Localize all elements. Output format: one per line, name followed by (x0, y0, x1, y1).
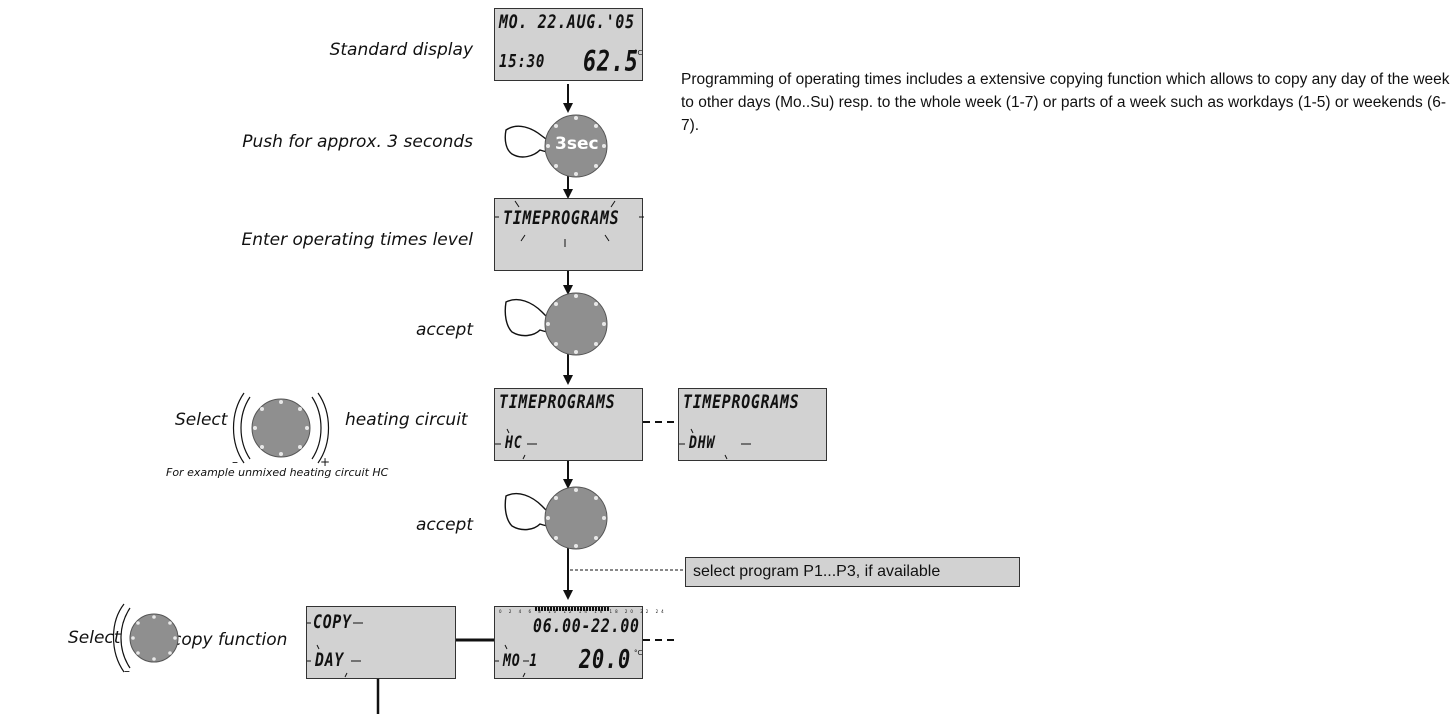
lcd-hc-line1: TIMEPROGRAMS (499, 391, 616, 413)
lcd-standard-display: MO. 22.AUG.'05 15:30 62.5 °C (494, 8, 643, 81)
lcd-program-times: 06.00-22.00 (533, 615, 640, 637)
knob-body (129, 613, 179, 663)
description-paragraph: Programming of operating times includes … (681, 71, 1450, 134)
rotary-knob-1: – + (228, 385, 338, 475)
blink-marks (495, 428, 537, 460)
knob-body (544, 292, 608, 356)
lcd-time-bar (535, 607, 610, 611)
accept-knob-1 (500, 290, 630, 364)
knob-body (544, 114, 608, 178)
lcd-timeprograms-hc: TIMEPROGRAMS HC (494, 388, 643, 461)
label-select-2: Select (68, 628, 121, 648)
lcd-date: MO. 22.AUG.'05 (499, 11, 635, 33)
label-copy-function: copy function (172, 630, 288, 650)
lcd-program-unit: °C (634, 649, 643, 657)
knob-3sec-text: 3sec (555, 134, 599, 154)
lcd-hc-line2: HC (505, 433, 523, 453)
lcd-copy-day: COPY DAY (306, 606, 456, 679)
minus-sign: – (232, 455, 238, 469)
program-select-note: select program P1...P3, if available (685, 557, 1020, 587)
lcd-timeprograms: TIMEPROGRAMS (494, 198, 644, 271)
lcd-dhw-line2: DHW (689, 433, 716, 453)
lcd-timeprograms-text: TIMEPROGRAMS (503, 207, 620, 229)
label-select-1: Select (175, 410, 228, 430)
example-note: For example unmixed heating circuit HC (166, 466, 389, 479)
label-push-3s: Push for approx. 3 seconds (242, 132, 473, 152)
lcd-program: 0 2 4 6 8 10 12 14 16 18 20 22 24 06.00-… (494, 606, 664, 679)
blink-marks (495, 644, 529, 678)
blink-marks (495, 200, 644, 247)
rotary-knob-2: – (110, 598, 180, 682)
label-standard-display: Standard display (329, 40, 473, 60)
lcd-copy: COPY (313, 611, 352, 633)
label-heating-circuit: heating circuit (345, 410, 468, 430)
lcd-hour-scale: 0 2 4 6 8 10 12 14 16 18 20 22 24 (499, 609, 667, 614)
lcd-timeprograms-dhw: TIMEPROGRAMS DHW (678, 388, 827, 461)
lcd-program-day: MO 1 (503, 651, 539, 671)
knob-body (544, 486, 608, 550)
label-accept-1: accept (415, 320, 473, 340)
plus-sign: + (320, 455, 331, 469)
lcd-day: DAY (315, 649, 345, 671)
blink-marks (679, 428, 751, 460)
label-enter-level: Enter operating times level (241, 230, 473, 250)
lcd-temp: 62.5 (583, 45, 639, 78)
knob-body (251, 398, 311, 458)
lcd-program-temp: 20.0 (579, 645, 631, 675)
lcd-time: 15:30 (499, 51, 546, 72)
push-knob-3sec: 3sec (500, 112, 630, 186)
lcd-dhw-line1: TIMEPROGRAMS (683, 391, 800, 413)
accept-knob-2 (500, 484, 630, 558)
label-accept-2: accept (415, 515, 473, 535)
minus-sign: – (124, 664, 130, 678)
blink-marks (307, 622, 363, 678)
lcd-temp-unit: °C (634, 49, 643, 57)
